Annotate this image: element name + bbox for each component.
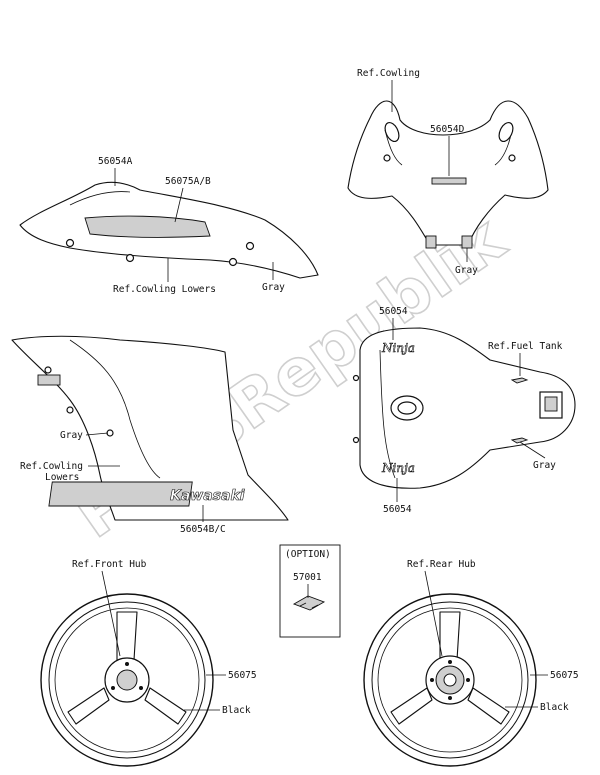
- gray-side-label: Gray: [262, 282, 285, 293]
- gray-decal-left: [425, 235, 437, 249]
- part-56075-rear-label: 56075: [550, 670, 579, 681]
- part-56054a-label: 56054A: [98, 156, 133, 167]
- rear-wheel: [363, 593, 537, 767]
- ninja-decal-bottom: Ninja: [381, 461, 415, 475]
- side-vent-decal: [37, 374, 61, 386]
- black-rear-label: Black: [540, 702, 569, 713]
- cowling-decal-56054d: [431, 177, 467, 185]
- gray-front-label: Gray: [455, 265, 478, 276]
- part-56054d-label: 56054D: [430, 124, 465, 135]
- part-56075-front-label: 56075: [228, 670, 257, 681]
- side-cowling-lower: Kawasaki: [11, 335, 289, 521]
- option-header-label: (OPTION): [285, 549, 331, 560]
- ref-fuel-tank-label: Ref.Fuel Tank: [488, 341, 563, 352]
- part-56054bc-label: 56054B/C: [180, 524, 226, 535]
- ref-front-hub-label: Ref.Front Hub: [72, 559, 147, 570]
- ref-cowling-lowers-label: Ref.Cowling Lowers: [113, 284, 216, 295]
- decal-56054bc: [48, 481, 193, 507]
- part-56054-tank-bottom-label: 56054: [383, 504, 412, 515]
- ninja-decal-top: Ninja: [381, 341, 415, 355]
- gray-decal-right: [461, 235, 473, 249]
- part-56054-tank-top-label: 56054: [379, 306, 408, 317]
- decal-56075ab: [84, 215, 211, 238]
- ref-rear-hub-label: Ref.Rear Hub: [407, 559, 476, 570]
- ref-cowling-lowers-mid-label-1: Ref.Cowling: [20, 461, 83, 472]
- front-wheel: [40, 593, 214, 767]
- option-box: [279, 544, 341, 638]
- fuel-tank: Ninja Ninja: [352, 327, 576, 489]
- side-cowling-upper: [19, 181, 319, 279]
- gray-tank-label: Gray: [533, 460, 556, 471]
- black-front-label: Black: [222, 705, 251, 716]
- part-57001-label: 57001: [293, 572, 322, 583]
- part-56075ab-label: 56075A/B: [165, 176, 211, 187]
- kawasaki-decal-text: Kawasaki: [170, 488, 245, 504]
- ref-cowling-lowers-mid-label-2: Lowers: [45, 472, 79, 483]
- upper-cowling: [347, 100, 549, 249]
- ref-cowling-label: Ref.Cowling: [357, 68, 420, 79]
- gray-lower-label: Gray: [60, 430, 83, 441]
